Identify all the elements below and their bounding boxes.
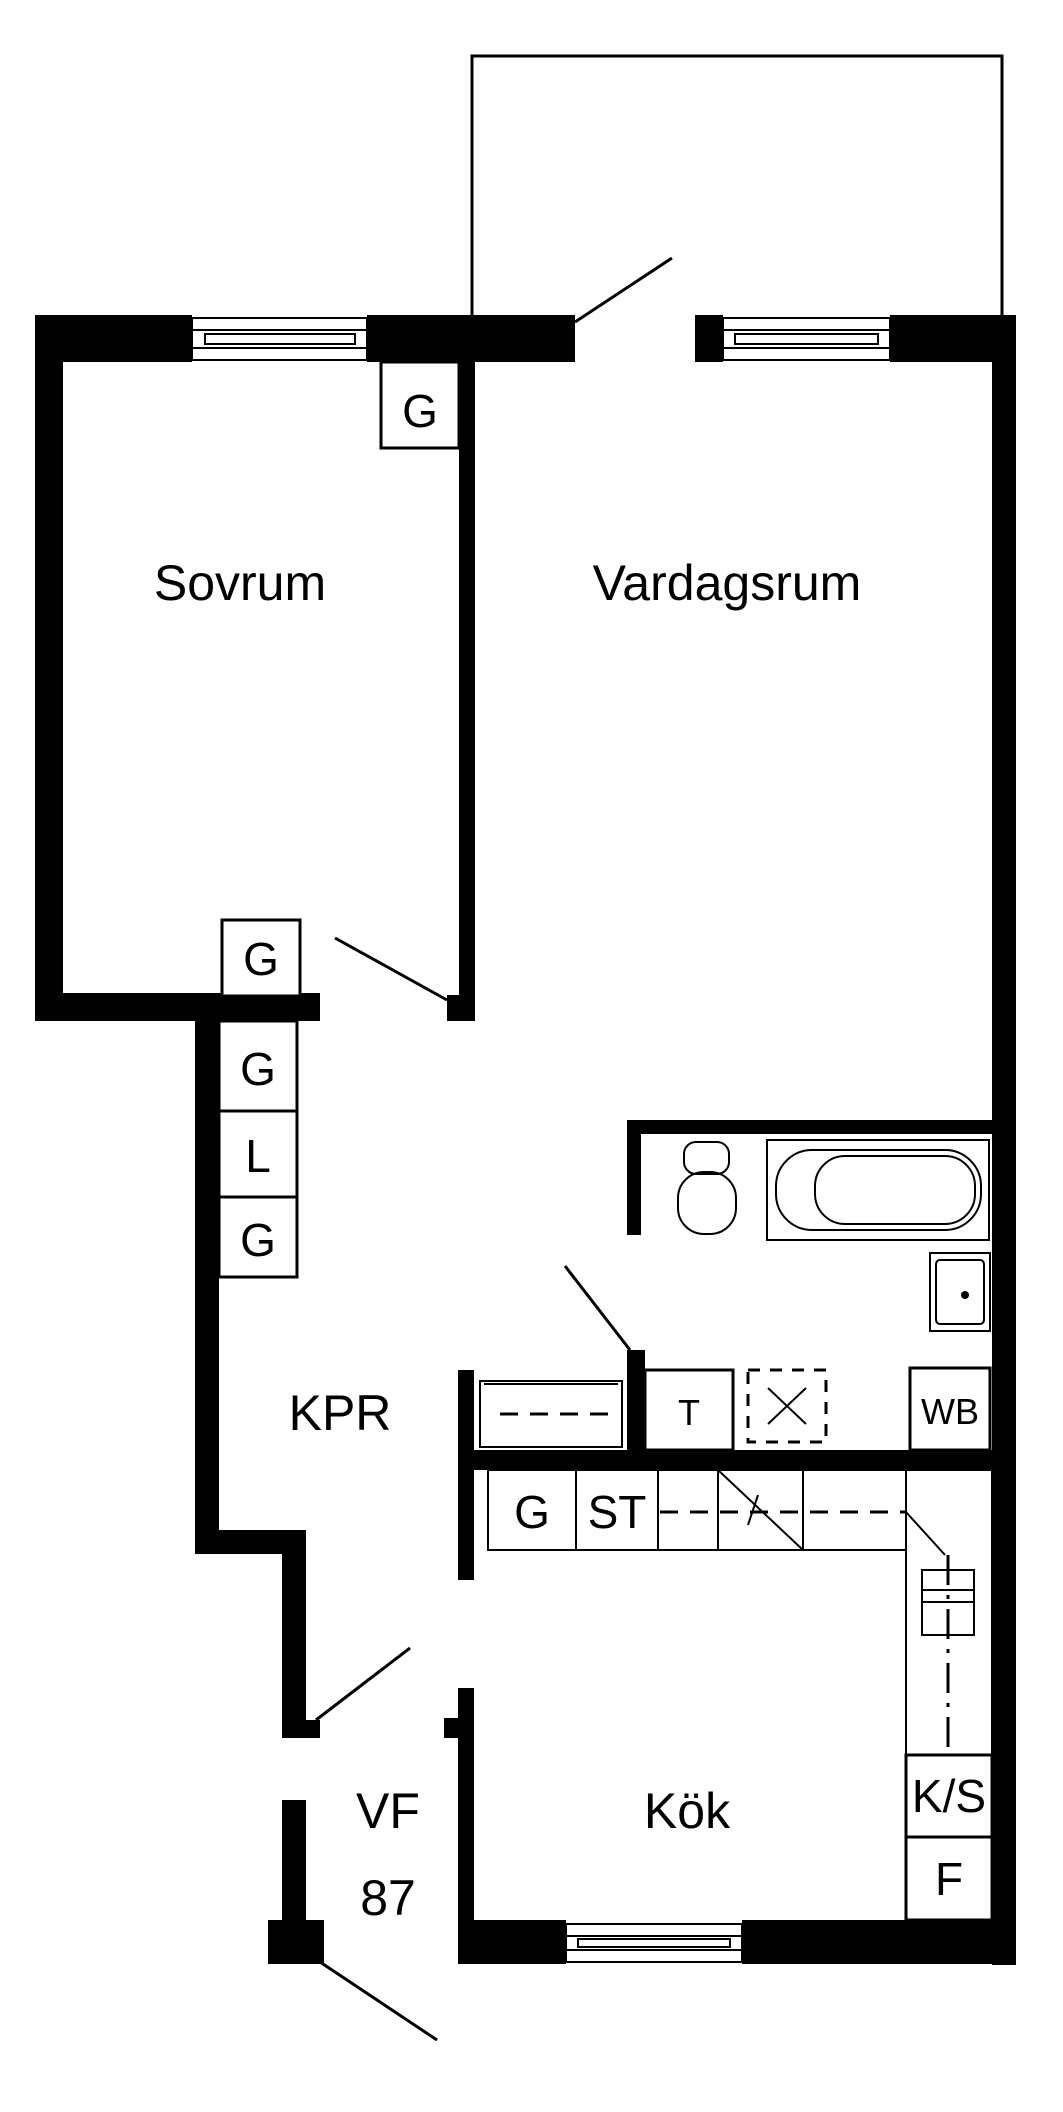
room-label-vardagsrum: Vardagsrum (593, 555, 862, 611)
bathtub-icon (766, 1139, 990, 1241)
cabinets: G G G L G (217, 360, 461, 1279)
room-label-kpr: KPR (289, 1385, 392, 1441)
room-label-kok: Kök (644, 1783, 731, 1839)
cabinet-label-g-1: G (240, 1043, 276, 1095)
appliance-label-ks: K/S (912, 1770, 986, 1822)
toilet-icon (677, 1141, 737, 1235)
cabinet-label-g-sovrum: G (402, 385, 438, 437)
floor-drain-icon (746, 1368, 828, 1444)
doors (315, 256, 673, 2042)
room-label-sovrum: Sovrum (154, 555, 326, 611)
balcony (470, 54, 1004, 320)
room-labels: Sovrum Vardagsrum KPR Kök VF 87 (154, 555, 861, 1926)
washbasin-icon (929, 1252, 991, 1332)
fixture-label-wb: WB (921, 1391, 979, 1432)
room-label-vf: VF (356, 1783, 420, 1839)
windows (191, 317, 891, 1963)
cabinet-label-l: L (245, 1130, 271, 1182)
cabinet-label-g-2: G (240, 1214, 276, 1266)
exterior-walls (35, 315, 1016, 1965)
fixture-label-t: T (678, 1392, 700, 1433)
interior-walls (444, 362, 992, 1964)
kitchen-fixtures: K/S F G ST (487, 1469, 994, 1922)
cabinet-label-st: ST (588, 1486, 647, 1538)
shelf-icon (479, 1380, 623, 1448)
room-label-vf-number: 87 (360, 1870, 416, 1926)
appliance-label-f: F (935, 1853, 963, 1905)
bathroom-fixtures: T WB (479, 1139, 992, 1452)
cabinet-label-g-kitchen: G (514, 1486, 550, 1538)
cabinet-label-g-door: G (243, 933, 279, 985)
